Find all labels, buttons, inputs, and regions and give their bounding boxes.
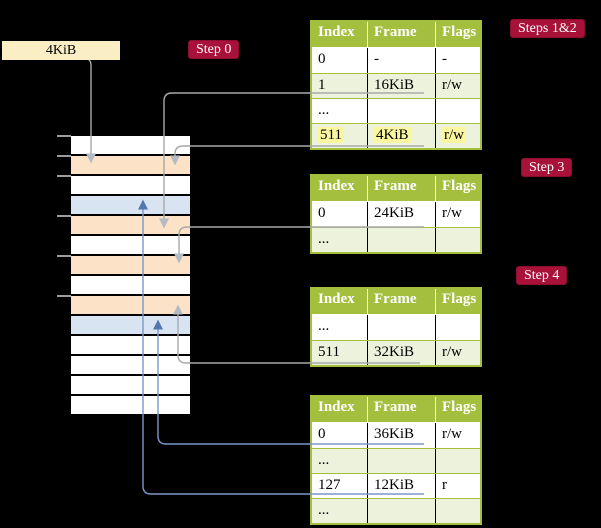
table-row: ...: [312, 498, 480, 523]
table-cell: r/w: [442, 77, 462, 93]
memory-row-9: [71, 296, 190, 316]
memory-row-5: [71, 216, 190, 236]
table-cell: [368, 99, 436, 123]
column-header-flags: Flags: [436, 289, 480, 315]
table-cell: 511: [312, 341, 368, 365]
table-cell: 12KiB: [368, 474, 436, 498]
column-header-frame: Frame: [368, 289, 436, 315]
memory-row-2: [71, 156, 190, 176]
column-header-index: Index: [312, 397, 368, 423]
table-cell: [368, 228, 436, 252]
memory-row-6: [71, 236, 190, 256]
table-cell: 0: [312, 202, 368, 227]
memory-row-1: [71, 136, 190, 156]
table-cell: 0: [312, 423, 368, 448]
memory-row-8: [71, 276, 190, 296]
memory-tick: [57, 175, 71, 177]
table-cell: ...: [312, 228, 368, 252]
column-header-frame: Frame: [368, 22, 436, 48]
frame-size-label: 4KiB: [2, 41, 120, 60]
column-header-flags: Flags: [436, 22, 480, 48]
table-cell: [436, 449, 480, 473]
memory-tick: [57, 295, 71, 297]
memory-row-14: [71, 396, 190, 416]
memory-tick: [57, 255, 71, 257]
table-cell: -: [368, 48, 436, 73]
table-cell: [436, 499, 480, 523]
memory-tick: [57, 155, 71, 157]
column-header-frame: Frame: [368, 176, 436, 202]
table-cell: 127: [312, 474, 368, 498]
table-cell: ...: [312, 315, 368, 340]
step-badge-1-2: Steps 1&2: [510, 19, 585, 38]
table-cell: ...: [312, 99, 368, 123]
column-header-index: Index: [312, 22, 368, 48]
table-cell: [436, 99, 480, 123]
table-row: ...: [312, 98, 480, 123]
memory-tick: [57, 135, 71, 137]
memory-row-7: [71, 256, 190, 276]
step-badge-3: Step 3: [521, 158, 573, 177]
table-cell: 24KiB: [368, 202, 436, 227]
table-cell: ...: [312, 449, 368, 473]
table-cell: 511: [312, 124, 368, 148]
highlighted-value: 511: [318, 127, 344, 143]
table-row: ...: [312, 448, 480, 473]
table-row: 0--: [312, 48, 480, 73]
table-cell: r/w: [442, 205, 462, 221]
table-cell: [368, 499, 436, 523]
table-cell: 16KiB: [368, 74, 436, 98]
table-cell: -: [442, 51, 447, 67]
physical-memory-strip: [71, 136, 190, 416]
table-row: ...: [312, 315, 480, 340]
table-cell: 36KiB: [368, 423, 436, 448]
column-header-index: Index: [312, 176, 368, 202]
memory-row-13: [71, 376, 190, 396]
table-cell: ...: [312, 499, 368, 523]
memory-row-4: [71, 196, 190, 216]
table-cell: [368, 315, 436, 340]
table-row: ...: [312, 227, 480, 252]
highlighted-value: 4KiB: [374, 127, 411, 143]
table-cell: 4KiB: [368, 124, 436, 148]
column-header-index: Index: [312, 289, 368, 315]
table-cell: [368, 449, 436, 473]
column-header-frame: Frame: [368, 397, 436, 423]
memory-row-12: [71, 356, 190, 376]
table-cell: [436, 315, 480, 340]
table-row: 511 4KiB r/w: [312, 123, 480, 148]
table-cell: r/w: [442, 426, 462, 442]
step-badge-0: Step 0: [188, 40, 240, 59]
memory-row-3: [71, 176, 190, 196]
memory-row-11: [71, 336, 190, 356]
highlighted-value: r/w: [442, 127, 466, 143]
column-header-flags: Flags: [436, 397, 480, 423]
table-cell: r/w: [436, 124, 480, 148]
table-cell: r: [442, 477, 447, 493]
memory-tick: [57, 215, 71, 217]
table-cell: 0: [312, 48, 368, 73]
table-cell: r/w: [442, 344, 462, 360]
table-cell: 32KiB: [368, 341, 436, 365]
memory-row-10: [71, 316, 190, 336]
table-cell: 1: [312, 74, 368, 98]
table-cell: [436, 228, 480, 252]
step-badge-4: Step 4: [516, 266, 568, 285]
column-header-flags: Flags: [436, 176, 480, 202]
